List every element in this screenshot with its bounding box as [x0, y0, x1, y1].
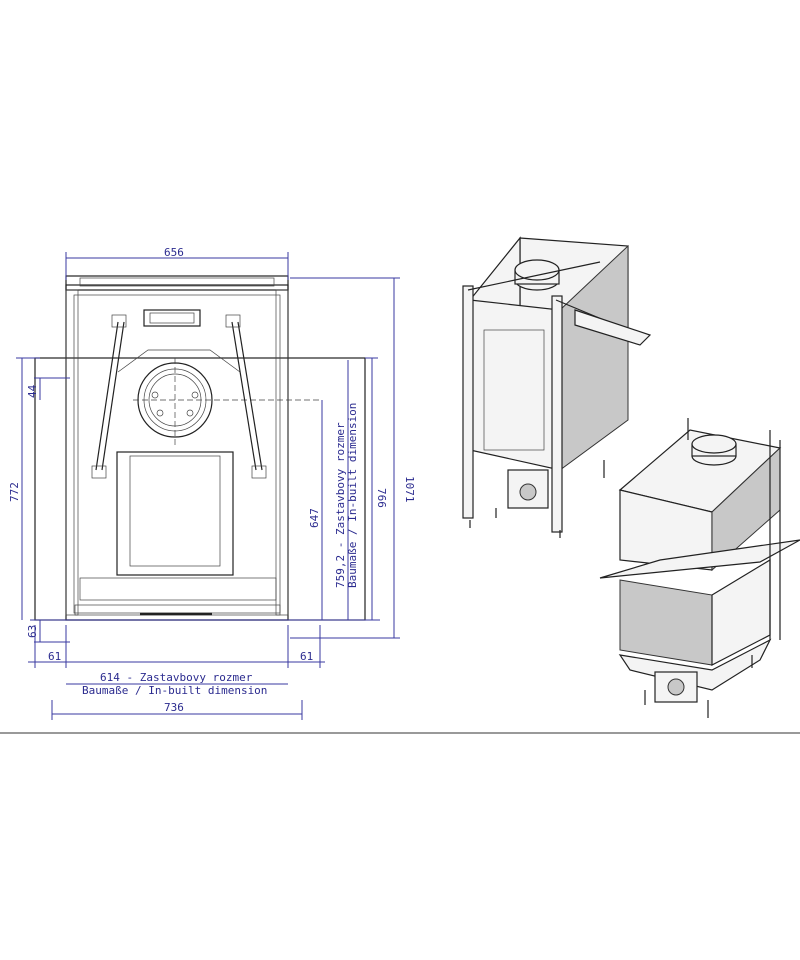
right-column: [275, 289, 289, 616]
top-rail: [65, 275, 289, 291]
right-strut: [231, 321, 257, 471]
dim-772: 772: [8, 482, 21, 502]
dimension-lines: [16, 252, 400, 720]
isometric-view-back: [462, 236, 652, 538]
dim-61-left: 61: [48, 650, 61, 663]
dim-44: 44: [26, 384, 39, 398]
front-view: [34, 275, 366, 621]
duct: [116, 451, 234, 576]
isometric-view-front: [599, 418, 800, 718]
dim-647: 647: [308, 508, 321, 528]
dim-63: 63: [26, 625, 39, 638]
dim-759: 759,2 - Zastavbovy rozmer: [334, 422, 347, 588]
dim-61-right: 61: [300, 650, 313, 663]
bottom-tray: [79, 577, 277, 601]
dim-614-sub: Baumaße / In-built dimension: [82, 684, 267, 697]
dim-766: 766: [375, 488, 388, 508]
flange-plate: [34, 357, 366, 621]
hood: [117, 349, 241, 373]
dim-656: 656: [164, 246, 184, 259]
dim-1071: 1071: [403, 476, 416, 503]
dim-614: 614 - Zastavbovy rozmer: [100, 671, 253, 684]
dim-759-sub: Baumaße / In-built dimension: [346, 403, 359, 588]
left-strut: [95, 321, 119, 471]
left-column: [65, 289, 79, 616]
top-slot: [143, 309, 201, 327]
dim-736: 736: [164, 701, 184, 714]
